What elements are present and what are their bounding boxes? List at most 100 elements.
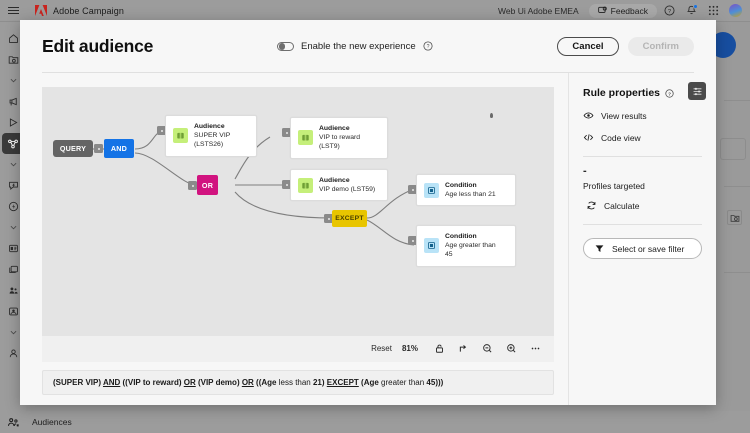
rule-properties-label: Rule properties (583, 87, 661, 99)
sidebar-item-person[interactable] (2, 343, 24, 364)
card-value: VIP demo (LST59) (319, 186, 376, 194)
feedback-icon (597, 6, 607, 13)
sidebar-item-content[interactable] (2, 259, 24, 280)
card-type: Audience (319, 177, 350, 184)
fit-screen-icon[interactable] (456, 342, 470, 356)
feedback-label: Feedback (610, 5, 648, 16)
and-label: AND (104, 139, 134, 158)
node-and[interactable]: AND (104, 139, 134, 158)
help-icon[interactable]: ? (659, 1, 679, 21)
top-bar: Adobe Campaign Web Ui Adobe EMEA Feedbac… (0, 0, 750, 22)
card-audience-vip-to-reward[interactable]: Audience VIP to reward (LST9) (290, 117, 388, 159)
lock-icon[interactable] (432, 342, 446, 356)
help-circle-icon[interactable]: ? (423, 41, 434, 52)
hamburger-icon[interactable] (0, 0, 26, 22)
mouse-cursor (490, 113, 493, 118)
chevron-down-icon[interactable] (2, 70, 24, 91)
brand-label: Adobe Campaign (53, 5, 124, 16)
port-super-vip-in[interactable] (157, 126, 166, 135)
expression-bar: (SUPER VIP) AND ((VIP to reward) OR (VIP… (42, 369, 554, 395)
cancel-button[interactable]: Cancel (557, 36, 619, 56)
dialog-body: QUERY AND Audience (20, 73, 716, 405)
port-cond-greater-in[interactable] (408, 236, 417, 245)
card-condition-age-less-21[interactable]: Condition Age less than 21 (416, 174, 516, 207)
select-or-save-filter-label: Select or save filter (612, 243, 685, 254)
notification-badge (693, 3, 698, 9)
reset-button[interactable]: Reset (371, 344, 392, 354)
audience-icon (298, 130, 313, 146)
port-except-in[interactable] (324, 214, 333, 223)
chevron-down-icon[interactable] (2, 154, 24, 175)
chevron-down-icon[interactable] (2, 322, 24, 343)
view-results-label: View results (601, 110, 647, 121)
or-label: OR (197, 175, 218, 195)
sidebar-item-deliveries[interactable] (2, 112, 24, 133)
eye-icon (583, 110, 594, 121)
select-or-save-filter-button[interactable]: Select or save filter (583, 238, 702, 259)
condition-icon (424, 182, 439, 198)
feedback-button[interactable]: Feedback (588, 3, 657, 18)
sidebar-item-explore[interactable] (2, 49, 24, 70)
confirm-button: Confirm (627, 36, 694, 56)
zoom-out-icon[interactable] (480, 342, 494, 356)
canvas-toolbar: Reset 81% (42, 335, 554, 362)
zoom-level-label: 81% (401, 344, 418, 354)
node-query[interactable]: QUERY (53, 140, 93, 157)
card-audience-super-vip[interactable]: Audience SUPER VIP (LSTS26) (165, 115, 257, 157)
sidebar-item-transactional[interactable] (2, 175, 24, 196)
code-view-link[interactable]: Code view (583, 132, 702, 143)
audience-icon (173, 128, 188, 144)
port-vip-to-reward-in[interactable] (282, 128, 291, 137)
dialog-actions: Cancel Confirm (557, 36, 694, 56)
status-label: Audiences (32, 417, 72, 427)
port-cond-less-in[interactable] (408, 185, 417, 194)
sidebar-item-automation[interactable] (2, 196, 24, 217)
code-icon (583, 132, 594, 143)
card-value: SUPER VIP (LSTS26) (194, 132, 231, 149)
calculate-button[interactable]: Calculate (586, 200, 702, 211)
chevron-down-icon[interactable] (2, 217, 24, 238)
query-label: QUERY (53, 140, 93, 157)
card-audience-vip-demo[interactable]: Audience VIP demo (LST59) (290, 169, 388, 202)
rule-properties-title: Rule properties ? (583, 87, 702, 99)
port-query-out[interactable] (94, 144, 103, 153)
enable-new-experience-toggle[interactable] (277, 41, 294, 51)
condition-icon (424, 238, 439, 254)
code-view-label: Code view (601, 132, 641, 143)
sidebar-item-campaigns[interactable] (2, 91, 24, 112)
apps-grid-icon[interactable] (703, 1, 723, 21)
sidebar-item-journeys[interactable] (2, 133, 24, 154)
audiences-icon (4, 413, 22, 431)
node-except[interactable]: EXCEPT (332, 210, 367, 227)
bell-icon[interactable] (681, 1, 701, 21)
card-value: Age less than 21 (445, 191, 496, 199)
port-or-in[interactable] (188, 181, 197, 190)
sidebar-item-profiles[interactable] (2, 280, 24, 301)
port-vip-demo-in[interactable] (282, 180, 291, 189)
card-type: Condition (445, 233, 477, 240)
audience-icon (298, 177, 313, 193)
help-circle-icon[interactable]: ? (665, 88, 674, 98)
settings-sliders-icon[interactable] (688, 82, 706, 100)
refresh-icon (586, 200, 597, 211)
adobe-logo-icon (34, 5, 47, 17)
avatar[interactable] (725, 1, 745, 21)
zoom-in-icon[interactable] (504, 342, 518, 356)
sidebar-item-audience-image[interactable] (2, 301, 24, 322)
view-results-link[interactable]: View results (583, 110, 702, 121)
card-value: Age greater than 45 (445, 242, 496, 259)
card-condition-age-greater-45[interactable]: Condition Age greater than 45 (416, 225, 516, 267)
filter-icon (594, 243, 605, 254)
rule-canvas[interactable]: QUERY AND Audience (42, 87, 554, 336)
more-icon[interactable] (528, 342, 542, 356)
sidebar-item-landing-pages[interactable] (2, 238, 24, 259)
background-divider (724, 272, 750, 273)
status-bar: Audiences (0, 411, 750, 433)
except-label: EXCEPT (332, 210, 367, 227)
topbar-right-group: Web Ui Adobe EMEA Feedback ? (490, 1, 750, 21)
card-type: Audience (194, 123, 225, 130)
sidebar-item-home[interactable] (2, 28, 24, 49)
svg-text:?: ? (427, 44, 430, 50)
node-or[interactable]: OR (197, 175, 218, 195)
card-type: Condition (445, 182, 477, 189)
